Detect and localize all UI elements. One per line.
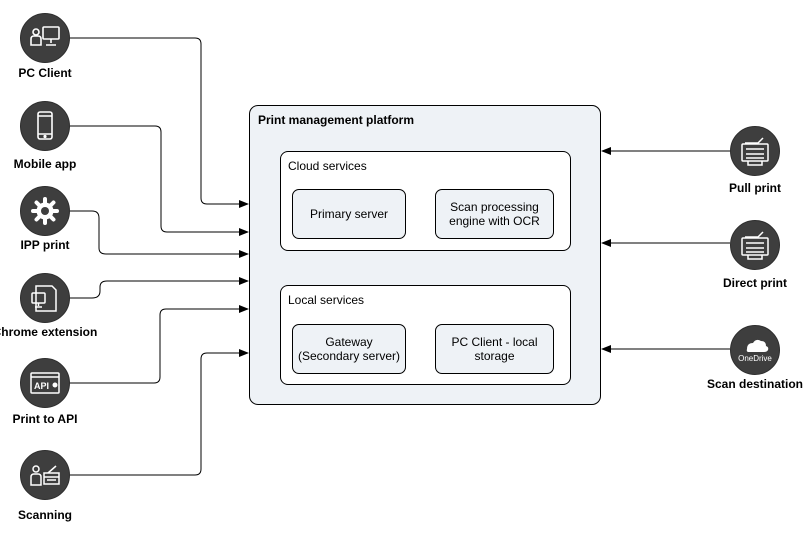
pc-client-label: PC Client (18, 66, 72, 80)
platform-title: Print management platform (258, 113, 415, 127)
pc-client-storage-box: PC Client - local storage (435, 324, 554, 374)
onedrive-icon: OneDrive (730, 325, 780, 375)
chrome-extension-connector (70, 277, 249, 299)
mobile-phone-icon (20, 101, 70, 151)
scanning-connector (70, 349, 249, 476)
onedrive-badge: OneDrive (738, 354, 772, 363)
chrome-extension-label: Chrome extension (0, 325, 98, 339)
primary-server-box: Primary server (292, 189, 406, 239)
scan-engine-box: Scan processing engine with OCR (435, 189, 554, 239)
mobile-app-label: Mobile app (13, 157, 77, 171)
pull-print-printer-icon (730, 126, 780, 176)
pc-client-icon (20, 13, 70, 63)
cloud-services-title: Cloud services (288, 159, 367, 173)
direct-print-label: Direct print (722, 276, 787, 290)
scan-destination-label: Scan destination (706, 377, 804, 391)
print-to-api-label: Print to API (12, 412, 78, 426)
gear-icon (20, 186, 70, 236)
chrome-extension-icon (20, 273, 70, 323)
pc-client-connector (70, 37, 249, 208)
mobile-app-connector (70, 125, 249, 236)
pull-print-label: Pull print (729, 181, 781, 195)
svg-text:API: API (34, 381, 49, 391)
print-to-api-connector (70, 305, 249, 384)
ipp-print-connector (70, 210, 249, 258)
local-services-title: Local services (288, 293, 365, 307)
gateway-box: Gateway (Secondary server) (292, 324, 406, 374)
scanner-user-icon (20, 450, 70, 500)
api-icon: API (20, 358, 70, 408)
scanning-label: Scanning (17, 508, 72, 522)
ipp-print-label: IPP print (20, 238, 70, 252)
direct-print-printer-icon (730, 220, 780, 270)
